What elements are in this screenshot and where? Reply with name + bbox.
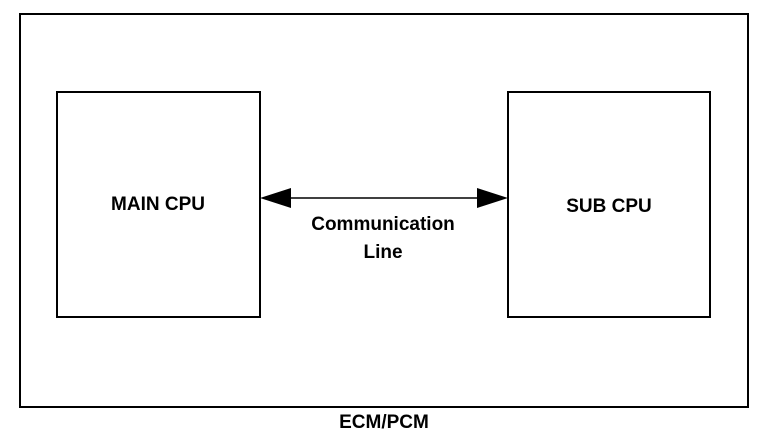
ecm-pcm-label: ECM/PCM [339, 412, 429, 433]
arrow-right-icon [477, 188, 508, 208]
sub-cpu-box [507, 91, 711, 318]
main-cpu-label: MAIN CPU [111, 194, 205, 215]
sub-cpu-label: SUB CPU [566, 196, 652, 217]
main-cpu-box [56, 91, 261, 318]
ecm-pcm-enclosure [19, 13, 749, 408]
arrow-left-icon [260, 188, 291, 208]
link-label-line2: Line [363, 242, 402, 263]
link-label-line1: Communication [311, 214, 455, 235]
